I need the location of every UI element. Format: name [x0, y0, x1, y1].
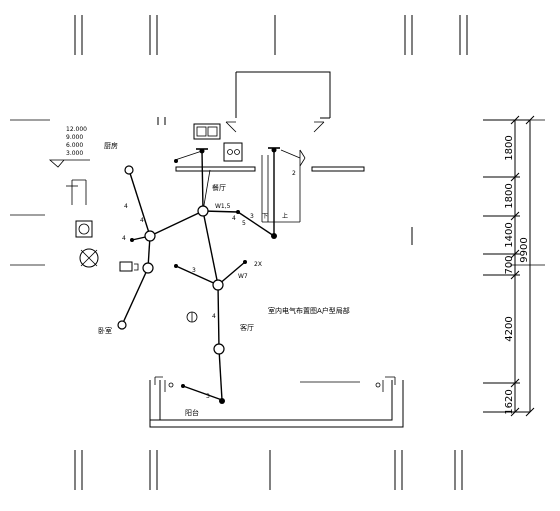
room-living: 客厅 [240, 323, 254, 332]
elevation-label: 6.000 [66, 142, 83, 149]
dimension-segment: 4200 [504, 316, 515, 341]
dimension-segment: 1400 [504, 222, 515, 247]
walls [66, 71, 413, 428]
wire-tag-w1: W1,5 [215, 203, 231, 210]
dimension-chain: 1800 1800 1400 700 4200 1620 9900 [483, 115, 535, 417]
room-bedroom: 卧室 [98, 326, 112, 335]
washer-symbol [75, 220, 93, 238]
fan-symbol [79, 248, 99, 268]
elevation-label: 3.000 [66, 150, 83, 157]
light-node [212, 279, 224, 291]
light-node [213, 343, 225, 355]
circuit-count: 3 [192, 267, 196, 274]
dimension-segment: 1800 [504, 183, 515, 208]
dimension-segment: 1620 [504, 389, 515, 414]
wiring [121, 149, 301, 401]
dimension-segment: 700 [504, 255, 515, 274]
down-marker: 下 [262, 213, 268, 220]
light-node [117, 320, 127, 330]
circuit-count: 4 [122, 235, 126, 242]
light-node [124, 165, 134, 175]
wire-count: 2X [254, 261, 262, 268]
light-node [144, 230, 156, 242]
dimension-total: 9900 [519, 237, 530, 262]
circuit-count: 3 [250, 213, 254, 220]
circuit-count: 4 [124, 203, 128, 210]
circuit-count: 2 [292, 170, 296, 177]
circuit-count: 5 [242, 220, 246, 227]
light-node [197, 205, 209, 217]
plan-caption: 室内电气布置图A户型局部 [268, 306, 350, 315]
light-node [142, 262, 154, 274]
up-marker: 上 [282, 212, 288, 220]
room-kitchen: 厨房 [104, 141, 118, 150]
labels: 厨房 餐厅 客厅 卧室 阳台 室内电气布置图A户型局部 12.000 9.000… [48, 126, 350, 417]
circuit-count: 4 [140, 217, 144, 224]
room-dining: 餐厅 [212, 183, 226, 192]
room-balcony: 阳台 [185, 408, 199, 417]
column-markers [10, 15, 545, 490]
dimension-segment: 1800 [504, 135, 515, 160]
wire-tag-w7: W7 [238, 273, 248, 280]
elevation-label: 9.000 [66, 134, 83, 141]
wiring-nodes [117, 159, 277, 404]
circuit-count: 4 [232, 215, 236, 222]
circuit-count: 4 [212, 313, 216, 320]
elevation-label: 12.000 [66, 126, 87, 133]
elevation-stack: 12.000 9.000 6.000 3.000 [48, 126, 90, 168]
circuit-count: 3 [206, 393, 210, 400]
fixtures [75, 147, 384, 392]
